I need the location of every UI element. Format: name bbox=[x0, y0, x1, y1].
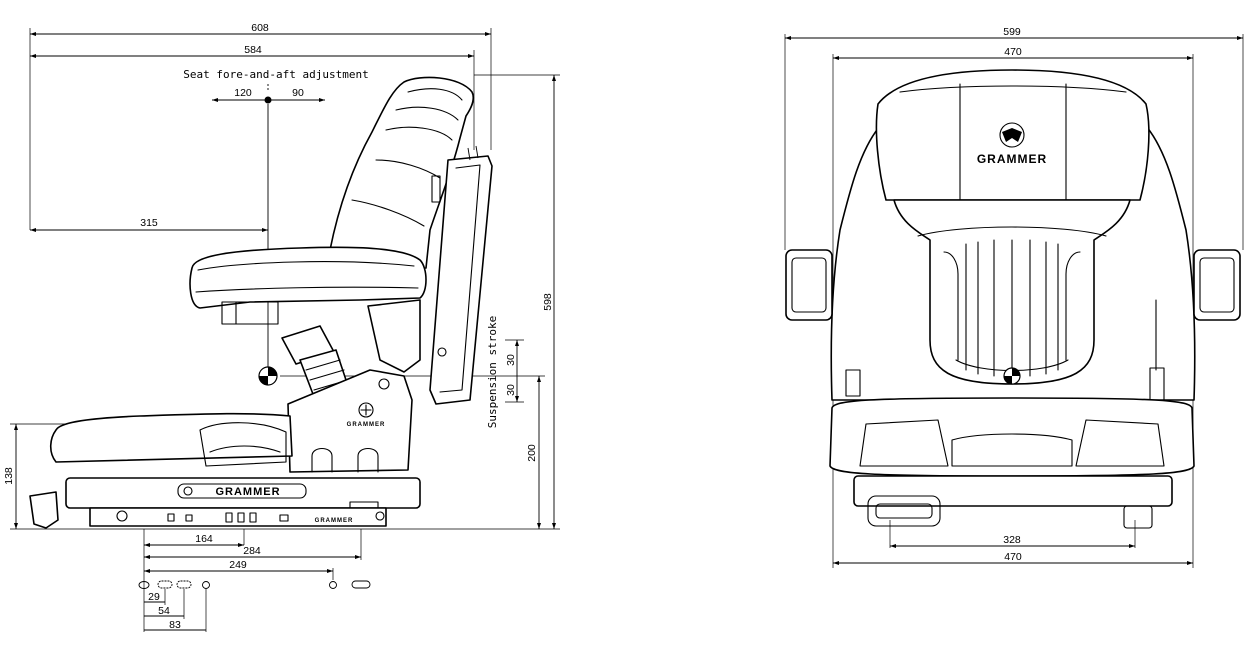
dim-328-label: 328 bbox=[1003, 534, 1021, 546]
dim-164-label: 164 bbox=[195, 533, 213, 545]
dim-249-label: 249 bbox=[229, 559, 247, 571]
dim-length-584: 584 bbox=[30, 44, 475, 150]
dim-54-label: 54 bbox=[158, 605, 170, 617]
dim-overall-width: 599 bbox=[784, 26, 1244, 250]
dim-608-label: 608 bbox=[251, 22, 269, 34]
dim-599-label: 599 bbox=[1003, 26, 1021, 38]
dim-470-top-label: 470 bbox=[1004, 46, 1022, 58]
suspension-stroke: Suspension stroke 30 30 bbox=[486, 316, 524, 429]
suspension-title: Suspension stroke bbox=[486, 316, 499, 429]
dim-29-label: 29 bbox=[148, 591, 160, 603]
dim-598-label: 598 bbox=[542, 293, 554, 311]
seat-front-drawing: GRAMMER bbox=[785, 69, 1241, 548]
dim-rail-328: 328 bbox=[890, 534, 1135, 548]
seat-side-drawing: GRAMMER GRAMMER GRAMMER bbox=[29, 76, 493, 529]
dim-base-470: 470 bbox=[833, 551, 1193, 565]
dim-seat-index: 315 bbox=[30, 217, 268, 232]
brand-small-label: GRAMMER bbox=[347, 422, 386, 428]
dim-284-label: 284 bbox=[243, 545, 261, 557]
brand-front-label: GRAMMER bbox=[977, 152, 1047, 166]
brand-base-label: GRAMMER bbox=[315, 518, 354, 524]
dim-overall-length: 608 bbox=[29, 22, 492, 230]
stroke-up-label: 30 bbox=[505, 354, 517, 366]
front-view: 599 470 GRAMMER bbox=[784, 26, 1244, 568]
dim-height-138: 138 bbox=[3, 423, 70, 529]
dim-315-label: 315 bbox=[140, 217, 158, 229]
dim-base-164-284: 164 284 249 bbox=[143, 529, 362, 632]
dim-138-label: 138 bbox=[3, 467, 15, 485]
dim-470-bottom-label: 470 bbox=[1004, 551, 1022, 563]
fore-aft-adjustment: Seat fore-and-aft adjustment 120 90 bbox=[183, 68, 369, 376]
dim-90-label: 90 bbox=[292, 87, 304, 99]
dim-120-label: 120 bbox=[234, 87, 252, 99]
stroke-down-label: 30 bbox=[505, 384, 517, 396]
dim-200-label: 200 bbox=[526, 444, 538, 462]
brand-side-label: GRAMMER bbox=[215, 486, 280, 498]
dim-83-label: 83 bbox=[169, 619, 181, 631]
dim-584-label: 584 bbox=[244, 44, 262, 56]
dim-overall-height: 598 bbox=[474, 74, 560, 529]
fore-aft-title: Seat fore-and-aft adjustment bbox=[183, 68, 368, 81]
side-view: 608 584 Seat fore-and-aft adjustment 120… bbox=[3, 22, 560, 632]
mounting-holes: 29 54 83 bbox=[138, 580, 371, 632]
